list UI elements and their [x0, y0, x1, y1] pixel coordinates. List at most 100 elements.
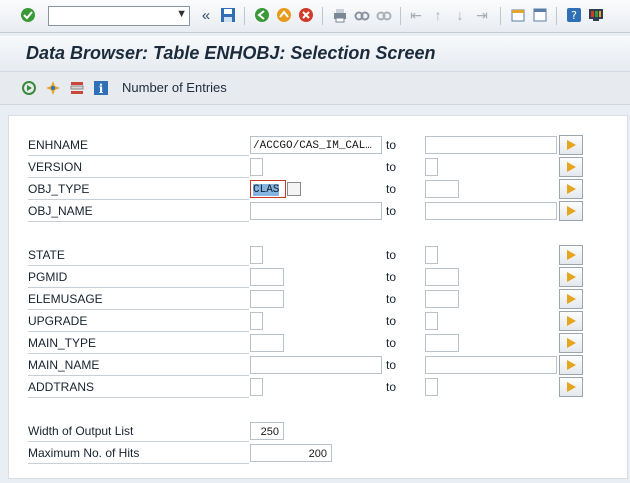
page-title: Data Browser: Table ENHOBJ: Selection Sc…	[26, 43, 436, 63]
arrow-right-icon	[566, 272, 576, 282]
to-label: to	[386, 270, 397, 284]
new-session-icon[interactable]	[508, 5, 528, 25]
customize-icon[interactable]	[586, 5, 606, 25]
find-icon[interactable]	[352, 5, 372, 25]
state-from-input[interactable]	[250, 246, 263, 264]
label-elemusage: ELEMUSAGE	[28, 289, 249, 310]
multiple-selection-button[interactable]	[559, 245, 583, 265]
delete-selection-icon[interactable]	[68, 79, 86, 97]
cancel-icon[interactable]	[296, 5, 316, 25]
main-type-from-input[interactable]	[250, 334, 284, 352]
label-version: VERSION	[28, 157, 249, 178]
number-of-entries-button[interactable]: Number of Entries	[122, 80, 227, 95]
to-label: to	[386, 314, 397, 328]
upgrade-from-input[interactable]	[250, 312, 263, 330]
label-main-name: MAIN_NAME	[28, 355, 249, 376]
pgmid-from-input[interactable]	[250, 268, 284, 286]
main-name-from-input[interactable]	[250, 356, 382, 374]
command-field[interactable]: ▼	[48, 6, 190, 26]
arrow-right-icon	[566, 140, 576, 150]
find-next-icon[interactable]	[374, 5, 394, 25]
chevron-down-icon[interactable]: ▼	[176, 8, 187, 20]
svg-text:i: i	[99, 82, 104, 96]
label-maximum-hits: Maximum No. of Hits	[28, 443, 249, 464]
main-name-to-input[interactable]	[425, 356, 557, 374]
arrow-right-icon	[566, 162, 576, 172]
label-obj-type: OBJ_TYPE	[28, 179, 249, 200]
to-label: to	[386, 358, 397, 372]
save-icon[interactable]	[218, 5, 238, 25]
label-upgrade: UPGRADE	[28, 311, 249, 332]
enhname-from-input[interactable]: /ACCGO/CAS_IM_CAL…	[250, 136, 382, 154]
label-obj-name: OBJ_NAME	[28, 201, 249, 222]
to-label: to	[386, 138, 397, 152]
back-green-icon[interactable]	[252, 5, 272, 25]
multiple-selection-button[interactable]	[559, 201, 583, 221]
label-main-type: MAIN_TYPE	[28, 333, 249, 354]
arrow-right-icon	[566, 382, 576, 392]
shortcut-icon[interactable]	[530, 5, 550, 25]
selection-options-icon[interactable]	[44, 79, 62, 97]
print-icon[interactable]	[330, 5, 350, 25]
arrow-right-icon	[566, 250, 576, 260]
title-bar: Data Browser: Table ENHOBJ: Selection Sc…	[0, 36, 630, 72]
multiple-selection-button[interactable]	[559, 333, 583, 353]
selection-panel	[8, 115, 628, 479]
label-state: STATE	[28, 245, 249, 266]
arrow-right-icon	[566, 206, 576, 216]
copy-icon[interactable]	[287, 182, 301, 196]
elemusage-from-input[interactable]	[250, 290, 284, 308]
to-label: to	[386, 336, 397, 350]
svg-text:?: ?	[571, 9, 577, 22]
next-page-icon[interactable]: ↓	[456, 7, 464, 23]
label-pgmid: PGMID	[28, 267, 249, 288]
addtrans-from-input[interactable]	[250, 378, 263, 396]
arrow-right-icon	[566, 360, 576, 370]
multiple-selection-button[interactable]	[559, 311, 583, 331]
enhname-to-input[interactable]	[425, 136, 557, 154]
arrow-right-icon	[566, 338, 576, 348]
multiple-selection-button[interactable]	[559, 289, 583, 309]
to-label: to	[386, 204, 397, 218]
version-to-input[interactable]	[425, 158, 438, 176]
multiple-selection-button[interactable]	[559, 179, 583, 199]
obj-name-to-input[interactable]	[425, 202, 557, 220]
obj-type-from-input[interactable]: CLAS	[250, 180, 286, 198]
to-label: to	[386, 292, 397, 306]
multiple-selection-button[interactable]	[559, 135, 583, 155]
execute-icon[interactable]	[20, 79, 38, 97]
width-of-output-input[interactable]: 250	[250, 422, 284, 440]
to-label: to	[386, 380, 397, 394]
info-icon[interactable]: i	[92, 79, 110, 97]
label-width-of-output-list: Width of Output List	[28, 421, 249, 442]
state-to-input[interactable]	[425, 246, 438, 264]
obj-name-from-input[interactable]	[250, 202, 382, 220]
multiple-selection-button[interactable]	[559, 267, 583, 287]
version-from-input[interactable]	[250, 158, 263, 176]
obj-type-to-input[interactable]	[425, 180, 459, 198]
to-label: to	[386, 182, 397, 196]
history-back-icon[interactable]: «	[201, 6, 211, 24]
to-label: to	[386, 248, 397, 262]
multiple-selection-button[interactable]	[559, 377, 583, 397]
main-type-to-input[interactable]	[425, 334, 459, 352]
addtrans-to-input[interactable]	[425, 378, 438, 396]
label-addtrans: ADDTRANS	[28, 377, 249, 398]
obj-type-value: CLAS	[253, 184, 280, 196]
upgrade-to-input[interactable]	[425, 312, 438, 330]
to-label: to	[386, 160, 397, 174]
arrow-right-icon	[566, 294, 576, 304]
exit-icon[interactable]	[274, 5, 294, 25]
pgmid-to-input[interactable]	[425, 268, 459, 286]
multiple-selection-button[interactable]	[559, 157, 583, 177]
maximum-hits-input[interactable]: 200	[250, 444, 332, 462]
first-page-icon[interactable]: ⇤	[410, 6, 422, 23]
multiple-selection-button[interactable]	[559, 355, 583, 375]
elemusage-to-input[interactable]	[425, 290, 459, 308]
enter-check-icon[interactable]	[18, 5, 38, 25]
prev-page-icon[interactable]: ↑	[434, 7, 442, 23]
last-page-icon[interactable]: ⇥	[476, 6, 488, 23]
help-icon[interactable]: ?	[564, 5, 584, 25]
arrow-right-icon	[566, 316, 576, 326]
arrow-right-icon	[566, 184, 576, 194]
